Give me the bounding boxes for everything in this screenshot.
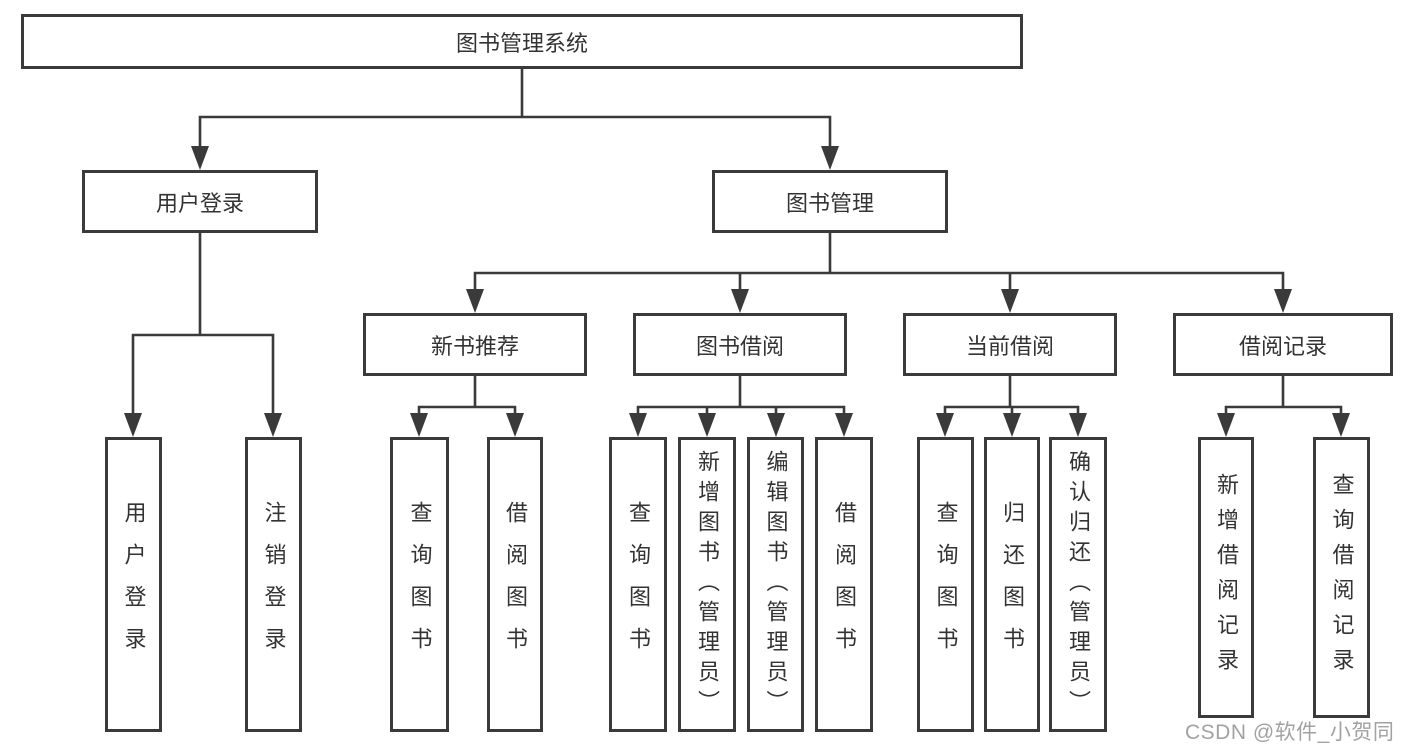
node-root: 图书管理系统 bbox=[21, 14, 1023, 69]
node-borrow-records: 借阅记录 bbox=[1173, 313, 1393, 376]
arrowhead bbox=[731, 289, 749, 313]
csdn-watermark: CSDN @软件_小贺同学 bbox=[1185, 721, 1395, 744]
arrowhead bbox=[1003, 413, 1021, 437]
arrowheads bbox=[124, 146, 1350, 437]
level2-rail-line bbox=[198, 115, 832, 146]
arrowhead bbox=[698, 413, 716, 437]
leaf-logout: 注销登录 bbox=[245, 437, 302, 732]
current-borrow-children-rail bbox=[943, 405, 1080, 413]
leaf-user-login: 用户登录 bbox=[105, 437, 162, 732]
arrowhead bbox=[466, 289, 484, 313]
leaf-query-book: 查询图书 bbox=[917, 437, 974, 732]
node-book-mgmt: 图书管理 bbox=[712, 170, 948, 233]
arrowhead bbox=[835, 413, 853, 437]
leaf-query-book: 查询图书 bbox=[609, 437, 667, 732]
arrowhead bbox=[936, 413, 954, 437]
arrowhead bbox=[191, 146, 209, 170]
arrowhead bbox=[629, 413, 647, 437]
leaf-return-book: 归还图书 bbox=[984, 437, 1040, 732]
node-user-login: 用户登录 bbox=[82, 170, 318, 233]
user-login-children-rail bbox=[131, 333, 275, 413]
book-borrow-children-rail bbox=[636, 405, 846, 413]
arrowhead bbox=[821, 146, 839, 170]
arrowhead bbox=[1069, 413, 1087, 437]
node-current-borrow: 当前借阅 bbox=[903, 313, 1117, 376]
leaf-edit-book-admin: 编辑图书（管理员） bbox=[747, 437, 804, 732]
borrow-records-children-rail bbox=[1224, 405, 1343, 413]
leaf-add-borrow-record: 新增借阅记录 bbox=[1198, 437, 1254, 718]
leaf-query-book: 查询图书 bbox=[390, 437, 449, 732]
leaf-query-borrow-record: 查询借阅记录 bbox=[1313, 437, 1370, 718]
arrowhead bbox=[410, 413, 428, 437]
leaf-borrow-book: 借阅图书 bbox=[487, 437, 543, 732]
node-book-borrow: 图书借阅 bbox=[633, 313, 847, 376]
arrowhead bbox=[264, 413, 282, 437]
arrowhead bbox=[506, 413, 524, 437]
arrowhead bbox=[1274, 289, 1292, 313]
arrowhead bbox=[1001, 289, 1019, 313]
leaf-borrow-book: 借阅图书 bbox=[815, 437, 873, 732]
level3-rail-line bbox=[473, 271, 1285, 289]
node-new-book-rec: 新书推荐 bbox=[363, 313, 587, 376]
arrowhead bbox=[1217, 413, 1235, 437]
new-book-rec-children-rail bbox=[417, 405, 517, 413]
arrowhead bbox=[767, 413, 785, 437]
arrowhead bbox=[1332, 413, 1350, 437]
leaf-confirm-return-admin: 确认归还（管理员） bbox=[1049, 437, 1107, 732]
arrowhead bbox=[124, 413, 142, 437]
leaf-add-book-admin: 新增图书（管理员） bbox=[678, 437, 736, 732]
